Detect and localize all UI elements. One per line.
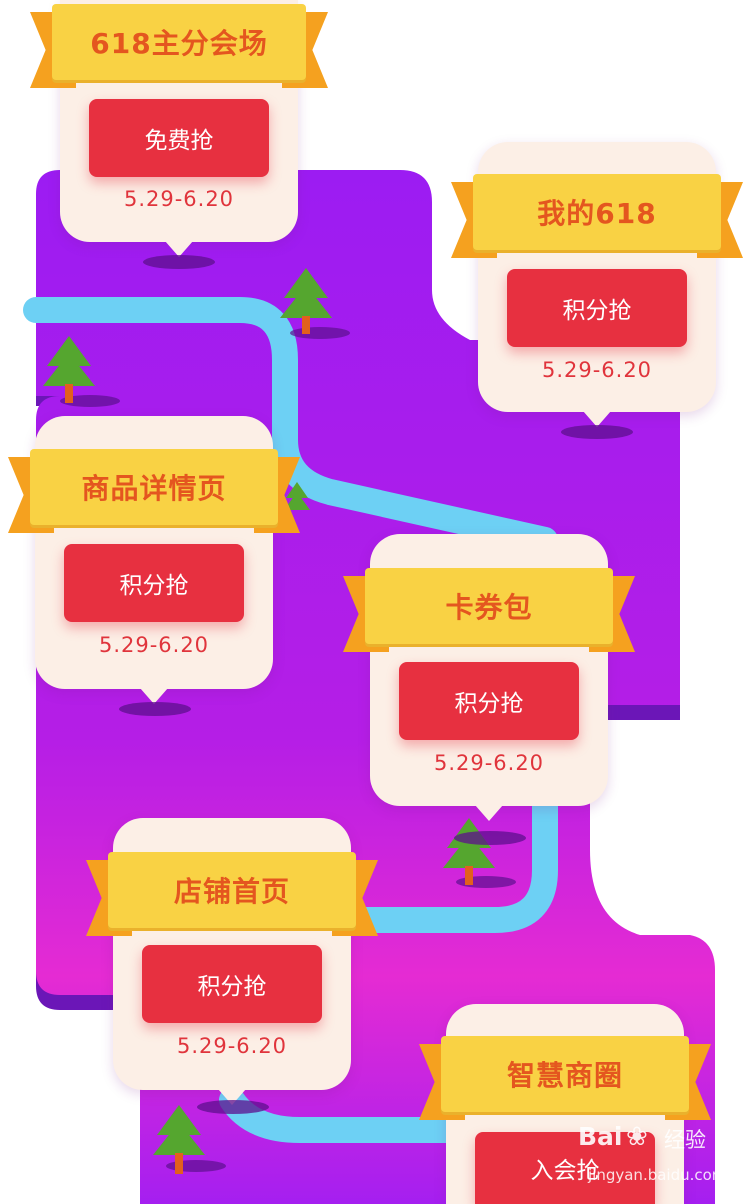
- card-ground-shadow: [197, 1100, 269, 1114]
- card-ground-shadow: [119, 702, 191, 716]
- tree-icon: [153, 1105, 226, 1174]
- date-range: 5.29-6.20: [176, 1034, 288, 1058]
- tree-icon: [280, 268, 350, 339]
- station-title: 618主分会场: [52, 4, 306, 80]
- station-card: 618主分会场 免费抢 5.29-6.20: [30, 0, 328, 269]
- watermark-url: jingyan.baidu.com: [588, 1166, 727, 1184]
- card-pointer: [140, 688, 168, 704]
- station-title: 店铺首页: [108, 852, 356, 928]
- station-ribbon: 618主分会场: [30, 4, 328, 88]
- tree-icon: [284, 482, 310, 510]
- station-title: 商品详情页: [30, 449, 278, 525]
- card-ground-shadow: [454, 831, 526, 845]
- tree-icon: [43, 336, 120, 407]
- date-range: 5.29-6.20: [541, 358, 653, 382]
- station-card: 商品详情页 积分抢 5.29-6.20: [8, 416, 300, 716]
- card-ground-shadow: [143, 255, 215, 269]
- station-title: 我的618: [473, 174, 721, 250]
- station-ribbon: 卡券包: [343, 568, 635, 652]
- grab-button[interactable]: 免费抢: [89, 99, 269, 177]
- grab-button[interactable]: 积分抢: [64, 544, 244, 622]
- card-pointer: [165, 241, 193, 257]
- date-range: 5.29-6.20: [433, 751, 545, 775]
- station-title: 智慧商圈: [441, 1036, 689, 1112]
- grab-button[interactable]: 积分抢: [142, 945, 322, 1023]
- card-pointer: [583, 411, 611, 427]
- grab-button[interactable]: 积分抢: [507, 269, 687, 347]
- date-range: 5.29-6.20: [123, 187, 235, 211]
- watermark-logo: Bai: [578, 1122, 623, 1151]
- card-ground-shadow: [561, 425, 633, 439]
- station-card: 智慧商圈 入会抢: [419, 1004, 711, 1204]
- grab-button[interactable]: 积分抢: [399, 662, 579, 740]
- station-card: 我的618 积分抢 5.29-6.20: [451, 142, 743, 439]
- station-ribbon: 智慧商圈: [419, 1036, 711, 1120]
- station-title: 卡券包: [365, 568, 613, 644]
- date-range: 5.29-6.20: [98, 633, 210, 657]
- station-card: 卡券包 积分抢 5.29-6.20: [343, 534, 635, 845]
- watermark-brand: 经验: [664, 1128, 706, 1152]
- grab-button[interactable]: 入会抢: [475, 1132, 655, 1204]
- station-ribbon: 我的618: [451, 174, 743, 258]
- station-card: 店铺首页 积分抢 5.29-6.20: [86, 818, 378, 1114]
- watermark: Bai ❀ 经验 jingyan.baidu.com: [578, 1122, 748, 1202]
- station-ribbon: 商品详情页: [8, 449, 300, 533]
- card-pointer: [475, 805, 503, 821]
- paw-icon: ❀: [626, 1122, 648, 1152]
- station-ribbon: 店铺首页: [86, 852, 378, 936]
